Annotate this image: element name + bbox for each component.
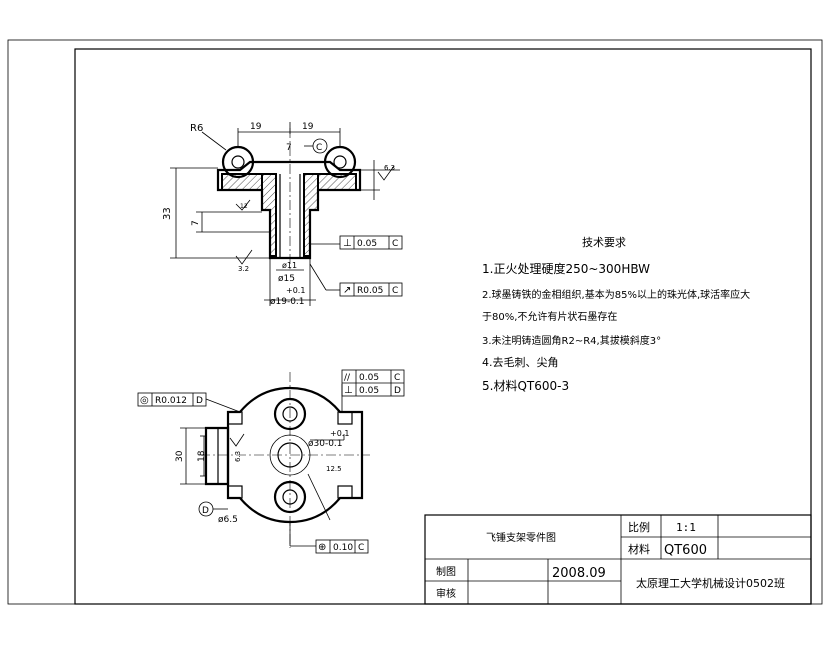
tech-req-item-4: 4.去毛刺、尖角 xyxy=(482,356,559,369)
tech-req-item-3: 3.未注明铸造圆角R2~R4,其拔模斜度3° xyxy=(482,334,661,347)
fcf-parallel-datum: C xyxy=(394,373,400,383)
fcf-concentric-datum: D xyxy=(196,396,203,406)
dim-125: 12.5 xyxy=(326,465,342,473)
rough-32: 3.2 xyxy=(238,265,249,273)
fcf-perp-top-value: 0.05 xyxy=(359,386,379,396)
scale-label: 比例 xyxy=(628,520,650,534)
part-name: 飞锤支架零件图 xyxy=(486,531,556,544)
fcf-runout-front xyxy=(339,282,403,297)
drawn-label: 制图 xyxy=(436,565,456,578)
title-block xyxy=(424,514,812,605)
organization: 太原理工大学机械设计0502班 xyxy=(636,576,785,590)
dim-19-left: 19 xyxy=(250,122,262,132)
inner-frame xyxy=(74,48,812,605)
checked-label: 审核 xyxy=(436,587,456,600)
fcf-perp-front-symbol: ⊥ xyxy=(343,238,352,249)
fcf-perp-top-datum: D xyxy=(394,386,401,396)
fcf-runout-front-value: R0.05 xyxy=(357,286,383,296)
fcf-parallel-symbol: // xyxy=(344,373,351,383)
datum-d-label: D xyxy=(202,506,209,516)
material-value: QT600 xyxy=(664,543,707,558)
dim-30: 30 xyxy=(175,450,185,462)
dim-dia30: ø30-0.1 xyxy=(308,439,343,449)
front-view xyxy=(170,122,400,306)
fcf-parallel-value: 0.05 xyxy=(359,373,379,383)
datum-c-label: C xyxy=(316,143,322,153)
fcf-position-datum: C xyxy=(358,543,364,553)
dim-33: 33 xyxy=(162,207,173,220)
dim-r6: R6 xyxy=(190,123,203,134)
fcf-position xyxy=(290,539,369,554)
fcf-runout-front-datum: C xyxy=(392,286,398,296)
fcf-parallel-stack xyxy=(341,369,405,397)
dim-7-side: 7 xyxy=(191,220,201,226)
dim-dia11: ø11 xyxy=(282,261,297,270)
outer-border xyxy=(7,39,823,605)
tech-req-title: 技术要求 xyxy=(582,236,626,249)
material-label: 材料 xyxy=(628,542,650,556)
tech-req-item-1: 1.正火处理硬度250~300HBW xyxy=(482,261,650,276)
fcf-concentric xyxy=(137,392,207,407)
dim-7-top: 7 xyxy=(286,143,292,153)
fcf-runout-front-symbol: ↗ xyxy=(343,285,351,296)
fcf-perp-front-datum: C xyxy=(392,239,398,249)
fcf-concentric-symbol: ◎ xyxy=(140,395,149,406)
dim-dia19: ø19-0.1 xyxy=(270,297,305,307)
dim-dia65: ø6.5 xyxy=(218,515,238,525)
rough-12: 12 xyxy=(240,203,248,210)
rough-63-top: 6.3 xyxy=(234,451,242,462)
fcf-perp-front xyxy=(339,235,403,250)
top-view xyxy=(180,372,370,548)
fcf-concentric-value: R0.012 xyxy=(155,396,187,406)
fcf-position-symbol: ⊕ xyxy=(318,542,326,553)
dim-top-tol: +0.1 xyxy=(330,429,349,438)
tech-req-item-2b: 于80%,不允许有片状石墨存在 xyxy=(482,310,617,323)
fcf-position-value: 0.10 xyxy=(333,543,353,553)
tech-req-item-2: 2.球墨铸铁的金相组织,基本为85%以上的珠光体,球活率应大 xyxy=(482,288,750,301)
drawing-date: 2008.09 xyxy=(552,566,606,581)
scale-value: 1:1 xyxy=(676,521,696,534)
fcf-perp-top-symbol: ⊥ xyxy=(344,385,353,396)
dim-19-right: 19 xyxy=(302,122,314,132)
fcf-perp-front-value: 0.05 xyxy=(357,239,377,249)
tech-req-item-5: 5.材料QT600-3 xyxy=(482,379,569,393)
dim-18: 18 xyxy=(197,450,207,462)
dim-tol-plus: +0.1 xyxy=(286,286,305,295)
rough-63: 6.3 xyxy=(384,164,395,172)
dim-dia15: ø15 xyxy=(278,274,295,284)
